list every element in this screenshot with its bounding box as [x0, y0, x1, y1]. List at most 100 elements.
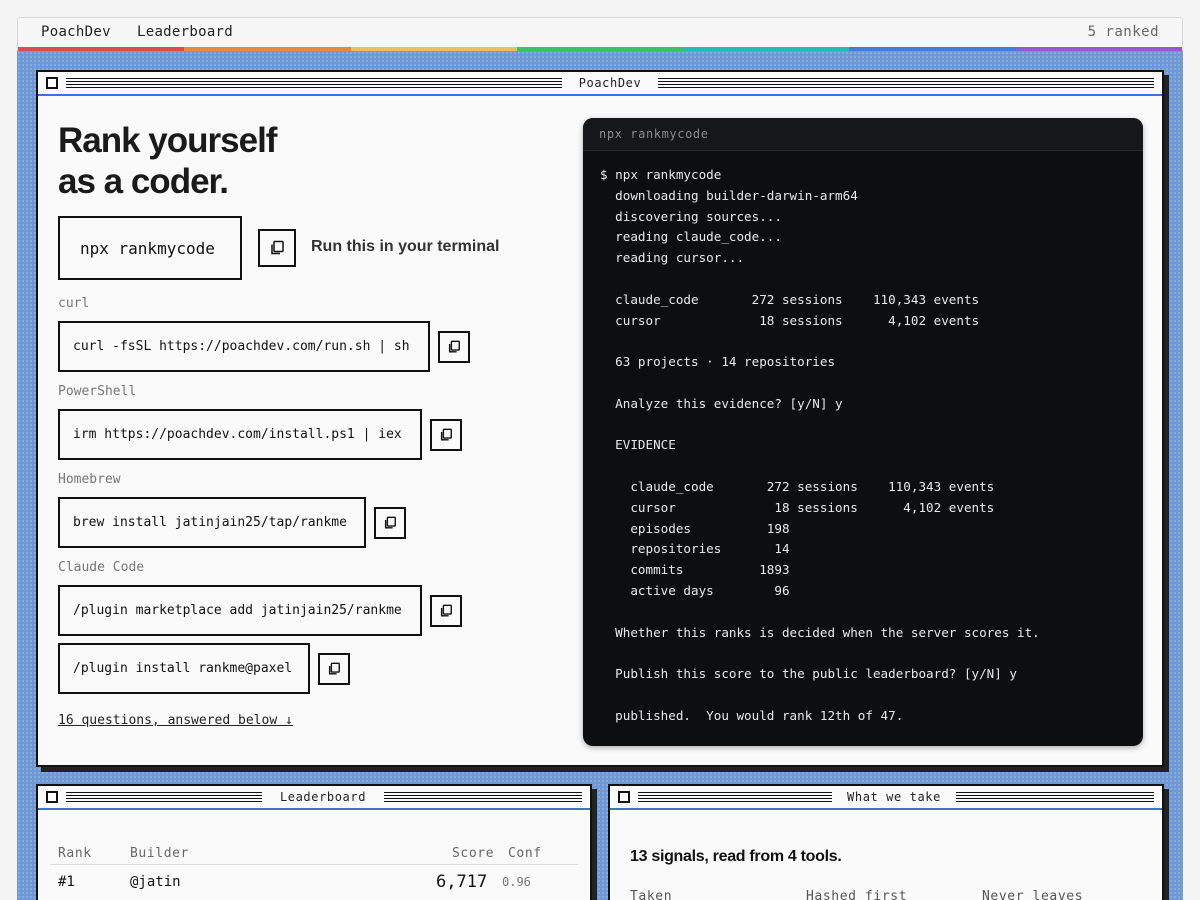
terminal-line: Whether this ranks is decided when the s… — [600, 624, 1040, 640]
terminal-line: Analyze this evidence? [y/N] y — [600, 395, 843, 411]
install-label-homebrew: Homebrew — [58, 472, 121, 487]
titlebar-lines-right — [956, 792, 1154, 802]
terminal-line: claude_code 272 sessions 110,343 events — [600, 291, 980, 307]
install-command-text: /plugin marketplace add jatinjain25/rank… — [73, 603, 402, 618]
primary-command-text: npx rankmycode — [80, 238, 215, 258]
terminal-line: commits 1893 — [600, 562, 790, 578]
titlebar-lines-left — [66, 792, 262, 802]
take-titlebar: What we take — [610, 786, 1162, 810]
window-close-box[interactable] — [46, 77, 58, 89]
primary-command-box[interactable]: npx rankmycode — [58, 216, 242, 280]
hero-window: PoachDev Rank yourself as a coder. npx r… — [36, 70, 1164, 767]
col-header-builder: Builder — [130, 846, 189, 861]
window-close-box[interactable] — [46, 791, 58, 803]
headline-line-1: Rank yourself — [58, 121, 277, 160]
copy-claude-plugin-button[interactable] — [318, 653, 350, 685]
terminal-line: cursor 18 sessions 4,102 events — [600, 312, 980, 328]
terminal-line: Publish this score to the public leaderb… — [600, 666, 1018, 682]
faq-link[interactable]: 16 questions, answered below ↓ — [58, 713, 293, 728]
copy-powershell-button[interactable] — [430, 419, 462, 451]
terminal-output: $ npx rankmycode downloading builder-dar… — [583, 151, 1143, 741]
page-title: Rank yourself as a coder. — [58, 120, 277, 202]
col-header-conf: Conf — [508, 846, 542, 861]
titlebar-lines-right — [658, 78, 1154, 88]
terminal-line — [600, 373, 1126, 394]
copy-homebrew-button[interactable] — [374, 507, 406, 539]
install-command-text: brew install jatinjain25/tap/rankme — [73, 515, 347, 530]
copy-icon — [439, 428, 453, 442]
terminal-demo: npx rankmycode $ npx rankmycode download… — [583, 118, 1143, 746]
headline-line-2: as a coder. — [58, 162, 229, 201]
terminal-line: episodes 198 — [600, 520, 790, 536]
install-command-claude-plugin[interactable]: /plugin install rankme@paxel — [58, 643, 310, 694]
stripe-segment — [184, 47, 351, 51]
terminal-line: EVIDENCE — [600, 437, 676, 453]
stripe-segment — [18, 47, 185, 51]
terminal-line: downloading builder-darwin-arm64 — [600, 187, 858, 203]
leaderboard-window: Leaderboard Rank Builder Score Conf #1 @… — [36, 784, 592, 900]
copy-primary-button[interactable] — [258, 229, 296, 267]
page-background: PoachDev Rank yourself as a coder. npx r… — [17, 51, 1183, 900]
install-command-homebrew[interactable]: brew install jatinjain25/tap/rankme — [58, 497, 366, 548]
col-hashed-first: Hashed first — [806, 889, 908, 900]
copy-icon — [383, 516, 397, 530]
row-score: 6,717 — [436, 872, 488, 892]
col-taken: Taken — [630, 889, 673, 900]
terminal-line: published. You would rank 12th of 47. — [600, 707, 904, 723]
copy-curl-button[interactable] — [438, 331, 470, 363]
row-conf: 0.96 — [502, 875, 531, 889]
copy-icon — [269, 240, 285, 256]
install-command-claude-marketplace[interactable]: /plugin marketplace add jatinjain25/rank… — [58, 585, 422, 636]
ranked-count: 5 ranked — [1087, 24, 1159, 40]
terminal-line: repositories 14 — [600, 541, 790, 557]
copy-icon — [327, 662, 341, 676]
install-label-claude-code: Claude Code — [58, 560, 145, 575]
terminal-line — [600, 643, 1126, 664]
copy-icon — [447, 340, 461, 354]
hero-titlebar: PoachDev — [38, 72, 1162, 96]
install-label-powershell: PowerShell — [58, 384, 137, 399]
stripe-segment — [516, 47, 684, 51]
take-window-title: What we take — [839, 790, 949, 804]
terminal-line: reading cursor... — [600, 250, 745, 266]
window-close-box[interactable] — [618, 791, 630, 803]
terminal-line: 63 projects · 14 repositories — [600, 354, 836, 370]
terminal-line: $ npx rankmycode — [600, 167, 722, 182]
stripe-segment — [849, 47, 1016, 51]
install-label-curl: curl — [58, 296, 90, 311]
col-never-leaves: Never leaves — [982, 889, 1084, 900]
copy-claude-marketplace-button[interactable] — [430, 595, 462, 627]
terminal-line: discovering sources... — [600, 208, 782, 224]
run-hint: Run this in your terminal — [311, 238, 500, 255]
table-row[interactable]: #1 @jatin 6,717 0.96 — [50, 864, 578, 900]
titlebar-lines-right — [384, 792, 582, 802]
terminal-line: active days 96 — [600, 582, 790, 598]
install-command-text: irm https://poachdev.com/install.ps1 | i… — [73, 427, 402, 442]
col-header-rank: Rank — [58, 846, 92, 861]
row-rank: #1 — [58, 874, 75, 890]
install-command-curl[interactable]: curl -fsSL https://poachdev.com/run.sh |… — [58, 321, 430, 372]
terminal-title: npx rankmycode — [583, 118, 1143, 151]
brand-link[interactable]: PoachDev — [41, 24, 111, 40]
terminal-line — [600, 456, 1126, 477]
terminal-line — [600, 269, 1126, 290]
what-we-take-window: What we take 13 signals, read from 4 too… — [608, 784, 1164, 900]
nav-leaderboard-link[interactable]: Leaderboard — [137, 24, 234, 40]
copy-icon — [439, 604, 453, 618]
stripe-segment — [350, 47, 517, 51]
col-header-score: Score — [452, 846, 495, 861]
hero-window-title: PoachDev — [570, 76, 650, 90]
install-command-text: /plugin install rankme@paxel — [73, 661, 293, 676]
take-heading: 13 signals, read from 4 tools. — [630, 848, 842, 865]
rainbow-stripe — [18, 47, 1182, 51]
row-builder[interactable]: @jatin — [130, 874, 181, 890]
terminal-line: claude_code 272 sessions 110,343 events — [600, 478, 995, 494]
stripe-segment — [1015, 47, 1182, 51]
terminal-line — [600, 415, 1126, 436]
titlebar-lines-left — [638, 792, 832, 802]
install-command-powershell[interactable]: irm https://poachdev.com/install.ps1 | i… — [58, 409, 422, 460]
terminal-line — [600, 602, 1126, 623]
top-bar: PoachDev Leaderboard 5 ranked — [17, 17, 1183, 51]
titlebar-lines-left — [66, 78, 562, 88]
leaderboard-titlebar: Leaderboard — [38, 786, 590, 810]
